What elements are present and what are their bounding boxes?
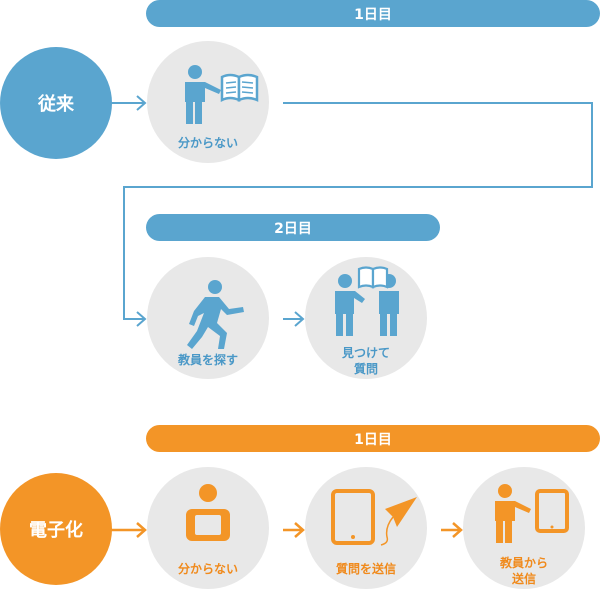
digital-circle: 電子化 [0,473,112,585]
teacher-tablet-icon [495,484,569,543]
arrow-day1-to-day2 [123,102,593,320]
step-dont-understand-digital: 分からない [147,467,269,589]
running-person-icon [187,280,244,349]
traditional-label: 従来 [38,94,74,115]
day1-label: 1日目 [354,431,392,448]
step-label: 質問を送信 [335,562,396,576]
day2-label: 2日目 [274,220,312,237]
step-dont-understand-traditional: 分からない [147,41,269,163]
step-find-teacher: 教員を探す [147,257,269,379]
step-label-line1: 教員から [499,556,548,570]
day1-bar-traditional: 1日目 [146,0,600,27]
step-label: 教員を探す [177,353,238,367]
step-label: 分からない [177,562,238,576]
traditional-circle: 従来 [0,47,112,159]
day1-label: 1日目 [354,6,392,23]
step-label-line2: 質問 [353,362,378,376]
step-teacher-sends: 教員から 送信 [463,467,585,589]
tablet-paper-plane-icon [331,489,417,546]
step-label-line1: 見つけて [341,346,390,360]
step-label: 分からない [177,136,238,150]
step-label-line2: 送信 [511,572,536,586]
step-find-and-ask: 見つけて 質問 [305,257,427,379]
person-reading-book-icon [185,65,259,124]
digital-label: 電子化 [29,520,83,541]
day1-bar-digital: 1日目 [146,425,600,452]
person-at-tablet-icon [186,484,230,541]
two-people-book-icon [335,266,399,336]
step-send-question: 質問を送信 [305,467,427,589]
day2-bar: 2日目 [146,214,440,241]
